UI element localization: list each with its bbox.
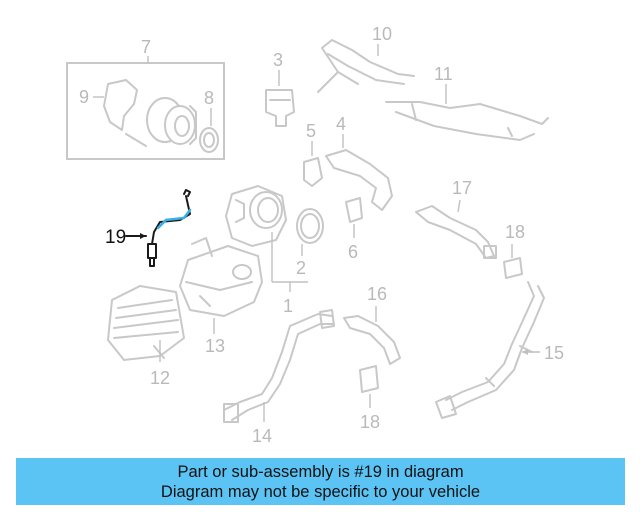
callout-7: 7 (141, 37, 151, 57)
part-6: 6 (345, 197, 363, 262)
part-15: 15 (435, 281, 564, 419)
part-18-upper: 18 (503, 222, 525, 279)
callout-18b: 18 (360, 412, 380, 432)
callout-12: 12 (150, 368, 170, 388)
part-12: 12 (107, 285, 185, 388)
callout-15: 15 (544, 343, 564, 363)
part-17: 17 (415, 178, 497, 259)
callout-8: 8 (204, 88, 214, 108)
part-11: 11 (385, 64, 549, 141)
part-13: 13 (179, 237, 263, 356)
part-19-oxygen-sensor: 19 (105, 189, 192, 267)
callout-5: 5 (306, 121, 316, 141)
part-10: 10 (317, 24, 415, 93)
parts-diagram: 7 9 8 3 10 11 5 (66, 24, 564, 446)
part-4: 4 (325, 114, 393, 211)
part-3: 3 (265, 50, 295, 127)
callout-16: 16 (367, 284, 387, 304)
callout-19: 19 (105, 227, 126, 248)
info-banner: Part or sub-assembly is #19 in diagram D… (16, 458, 625, 505)
callout-13: 13 (205, 336, 225, 356)
callout-10: 10 (372, 24, 392, 44)
part-18-lower: 18 (359, 365, 380, 432)
callout-11: 11 (434, 64, 453, 84)
part-16: 16 (343, 284, 401, 365)
callout-18a: 18 (505, 222, 525, 242)
banner-line-1: Part or sub-assembly is #19 in diagram (177, 462, 464, 481)
callout-9: 9 (79, 87, 89, 107)
part-14: 14 (223, 309, 335, 446)
callout-1: 1 (283, 296, 293, 316)
part-1-throttle-body: 2 1 (225, 185, 324, 316)
part-group-7: 7 9 8 (66, 37, 225, 160)
part-5: 5 (303, 121, 323, 187)
callout-6: 6 (348, 242, 358, 262)
callout-3: 3 (273, 50, 283, 70)
banner-line-2: Diagram may not be specific to your vehi… (160, 482, 481, 501)
callout-17: 17 (452, 178, 472, 198)
callout-14: 14 (252, 426, 272, 446)
callout-2: 2 (296, 258, 306, 278)
callout-4: 4 (336, 114, 346, 134)
